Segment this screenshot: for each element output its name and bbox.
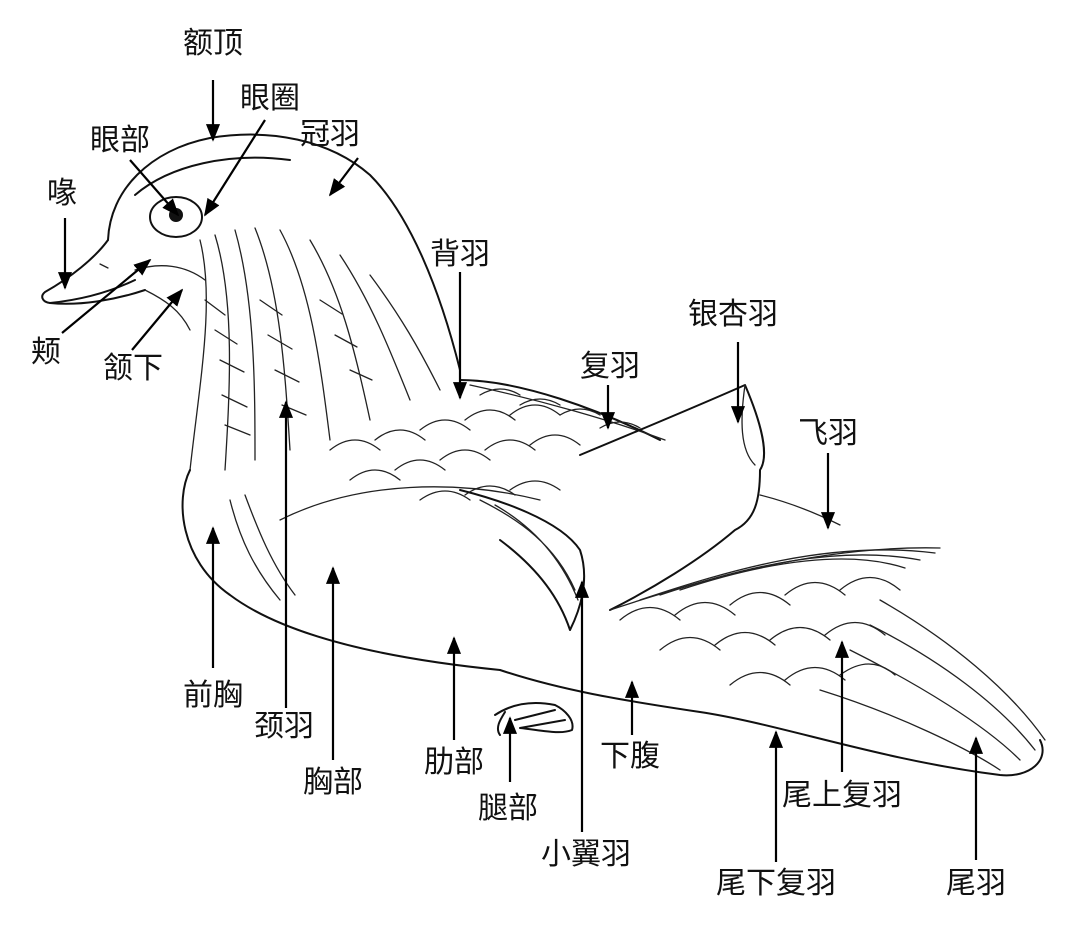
label-tail: 尾羽: [946, 866, 1006, 901]
label-coverts: 复羽: [580, 349, 640, 384]
tail-feathers: [819, 599, 1046, 771]
eye-pupil: [169, 208, 183, 222]
neck-ruff-hatching: [189, 227, 441, 471]
eye-ring: [149, 196, 203, 238]
label-neck: 颈羽: [254, 709, 314, 744]
label-forebreast: 前胸: [183, 678, 243, 713]
label-flank: 肋部: [424, 745, 484, 780]
label-crest: 冠羽: [300, 117, 360, 152]
side-flank-line: [279, 486, 541, 521]
label-forehead: 额顶: [183, 26, 243, 61]
pointer-eye-ring: [204, 119, 266, 217]
cheek-line: [134, 265, 206, 281]
head-outline: [107, 133, 461, 371]
label-upper-tail-coverts: 尾上复羽: [782, 778, 902, 813]
label-back: 背羽: [430, 237, 490, 272]
tertial-feathers: [459, 489, 586, 631]
label-chin: 颔下: [103, 351, 163, 386]
label-eye: 眼部: [90, 123, 150, 158]
label-flight: 飞羽: [798, 416, 858, 451]
chin-line: [144, 289, 191, 331]
pointer-eye: [129, 159, 180, 217]
sail-feather-rib: [741, 384, 756, 466]
labels: 额顶 眼圈 眼部 冠羽 喙 背羽 银杏羽 颊 颔下 复羽 飞羽 前胸 颈羽 胸部…: [31, 26, 1006, 901]
label-lower-belly: 下腹: [600, 739, 660, 774]
pointer-chin: [131, 288, 184, 351]
pointer-lines: [57, 80, 984, 862]
nostril: [99, 263, 109, 269]
tertial-lines: [479, 499, 579, 601]
back-outline: [459, 379, 661, 441]
bill-lower: [49, 289, 146, 305]
pointer-cheek: [61, 258, 152, 334]
duck-illustration: [41, 133, 1046, 777]
label-under-tail-coverts: 尾下复羽: [716, 866, 836, 901]
bill-upper: [41, 239, 136, 304]
label-breast: 胸部: [303, 765, 363, 800]
belly-outline: [499, 669, 1044, 777]
flight-feathers: [609, 494, 941, 611]
pointer-crest: [328, 157, 359, 197]
covert-feathers: [469, 384, 666, 441]
label-leg: 腿部: [478, 791, 538, 826]
back-scale-feathers: [329, 404, 581, 501]
sail-feather: [579, 384, 766, 611]
label-cheek: 颊: [31, 335, 61, 370]
label-sail-feather: 银杏羽: [688, 297, 778, 332]
crest-inner-line: [134, 156, 291, 196]
label-alula: 小翼羽: [541, 837, 631, 872]
flank-stripes: [229, 494, 296, 601]
label-eye-ring: 眼圈: [240, 81, 300, 116]
leg-foot: [494, 702, 574, 736]
label-bill: 喙: [47, 176, 77, 211]
breast-outline: [181, 469, 501, 671]
